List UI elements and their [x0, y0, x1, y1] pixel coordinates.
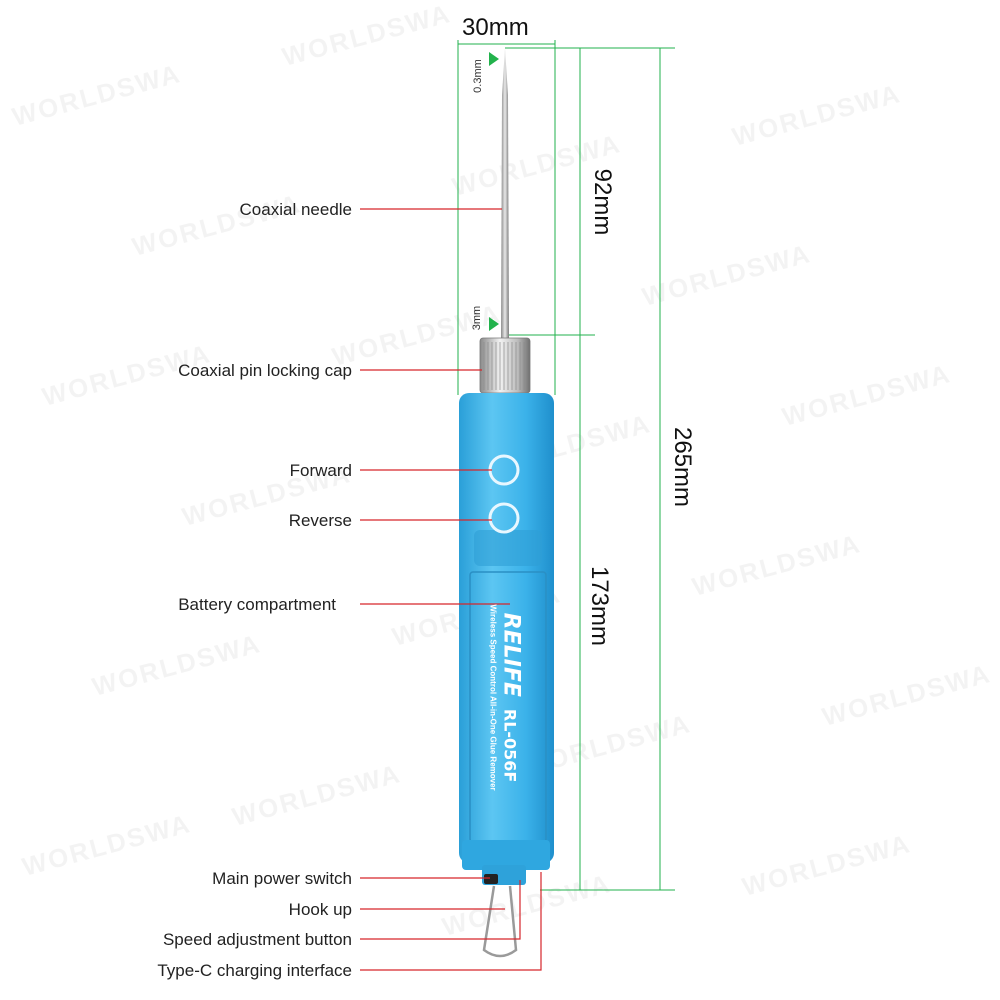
body-length-dimension: 173mm: [586, 565, 613, 647]
hook: [482, 885, 518, 958]
bottom-cap: [462, 840, 550, 870]
label-power-switch: Main power switch: [212, 869, 352, 888]
label-battery: Battery compartment: [178, 595, 336, 614]
tool-body: [459, 393, 554, 863]
label-type-c: Type-C charging interface: [157, 961, 352, 980]
tip-arrow: [489, 52, 499, 66]
model-number: RL-056F: [500, 708, 520, 783]
power-switch: [484, 874, 498, 884]
base-arrow: [489, 317, 499, 331]
brand-logo: RELIFE: [498, 612, 524, 697]
product-description: Wireless Speed Control All-in-One Glue R…: [488, 604, 498, 791]
reverse-button: [488, 502, 520, 534]
label-reverse: Reverse: [288, 511, 352, 530]
callout-lines: [360, 208, 542, 971]
base-dimension: 3mm: [471, 305, 483, 331]
coaxial-needle: [501, 48, 509, 340]
label-hook-up: Hook up: [288, 900, 352, 919]
label-forward: Forward: [289, 461, 352, 480]
tip-dimension: 0.3mm: [472, 59, 484, 93]
label-coaxial-needle: Coaxial needle: [239, 200, 352, 219]
label-locking-cap: Coaxial pin locking cap: [178, 361, 352, 380]
label-speed-button: Speed adjustment button: [162, 930, 352, 949]
width-dimension: 30mm: [462, 14, 529, 41]
needle-length-dimension: 92mm: [589, 168, 616, 236]
total-length-dimension: 265mm: [669, 426, 696, 508]
locking-cap: [479, 337, 531, 394]
dimension-lines: [457, 40, 675, 891]
